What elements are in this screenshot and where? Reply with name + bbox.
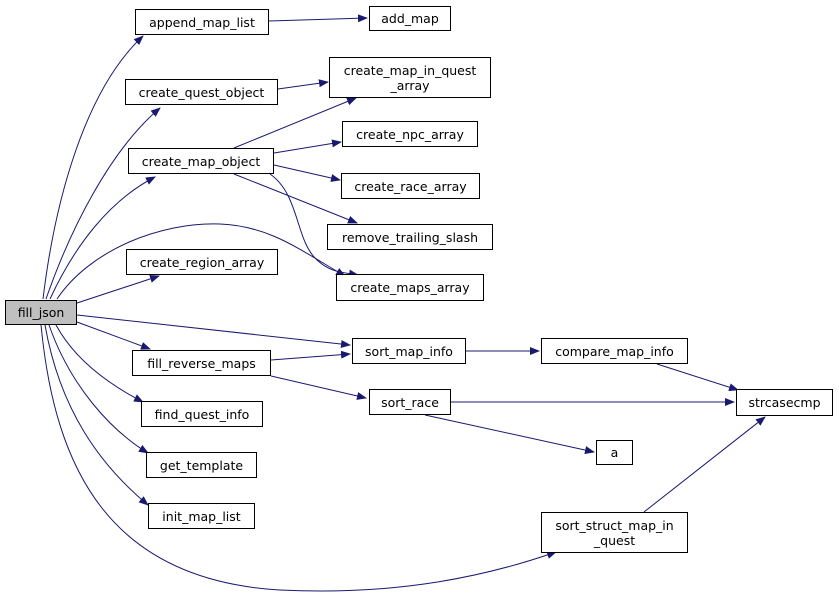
edge-create-quest-object-to-create-map-in-quest-array bbox=[277, 79, 329, 90]
edge-fill-json-to-create-maps-array bbox=[56, 223, 346, 300]
edge-fill-json-to-init-map-list bbox=[44, 324, 149, 506]
node-sort-race[interactable]: sort_race bbox=[369, 389, 451, 415]
node-append-map-list[interactable]: append_map_list bbox=[135, 9, 269, 35]
edge-create-map-object-to-create-maps-array bbox=[269, 173, 359, 278]
node-create-race-array[interactable]: create_race_array bbox=[341, 173, 480, 199]
node-find-quest-info[interactable]: find_quest_info bbox=[141, 401, 263, 427]
edge-fill-json-to-sort-map-info bbox=[76, 314, 351, 348]
edge-fill-json-to-create-map-object bbox=[49, 176, 156, 300]
node-init-map-list[interactable]: init_map_list bbox=[148, 503, 255, 529]
edge-fill-json-to-get-template bbox=[48, 324, 149, 454]
node-fill-reverse-maps[interactable]: fill_reverse_maps bbox=[132, 350, 271, 376]
edge-fill-reverse-maps-to-sort-map-info bbox=[270, 350, 351, 361]
edge-fill-json-to-find-quest-info bbox=[55, 324, 144, 403]
node-create-region-array[interactable]: create_region_array bbox=[126, 249, 278, 275]
node-create-map-in-quest-array[interactable]: create_map_in_quest _array bbox=[329, 57, 491, 98]
edge-sort-struct-map-in-quest-to-strcasecmp bbox=[643, 416, 766, 513]
node-create-maps-array[interactable]: create_maps_array bbox=[336, 274, 484, 301]
node-create-map-object[interactable]: create_map_object bbox=[128, 148, 274, 174]
edge-fill-json-to-sort-struct-map-in-quest bbox=[40, 324, 557, 592]
edge-fill-json-to-fill-reverse-maps bbox=[76, 321, 151, 350]
edge-sort-race-to-a bbox=[424, 414, 595, 454]
node-sort-map-info[interactable]: sort_map_info bbox=[352, 338, 466, 364]
edge-create-map-object-to-remove-trailing-slash bbox=[233, 173, 358, 224]
node-add-map[interactable]: add_map bbox=[369, 6, 451, 31]
edge-fill-json-to-create-region-array bbox=[76, 275, 160, 304]
edge-compare-map-info-to-strcasecmp bbox=[656, 363, 739, 392]
node-strcasecmp[interactable]: strcasecmp bbox=[736, 389, 833, 416]
node-sort-struct-map-in-quest[interactable]: sort_struct_map_in _quest bbox=[541, 512, 688, 553]
edge-create-map-object-to-create-map-in-quest-array bbox=[233, 97, 357, 149]
edge-fill-reverse-maps-to-sort-race bbox=[270, 375, 367, 400]
edge-create-map-object-to-create-npc-array bbox=[273, 139, 342, 154]
edge-append-map-list-to-add-map bbox=[268, 14, 368, 23]
edge-fill-json-to-append-map-list bbox=[42, 35, 144, 300]
node-get-template[interactable]: get_template bbox=[146, 452, 257, 478]
edge-create-map-object-to-create-race-array bbox=[273, 164, 341, 182]
node-create-quest-object[interactable]: create_quest_object bbox=[125, 79, 278, 105]
node-remove-trailing-slash[interactable]: remove_trailing_slash bbox=[327, 224, 493, 250]
node-compare-map-info[interactable]: compare_map_info bbox=[541, 338, 688, 364]
node-fill-json: fill_json bbox=[5, 300, 77, 325]
node-a[interactable]: a bbox=[596, 440, 633, 465]
edge-fill-json-to-create-quest-object bbox=[45, 107, 161, 300]
node-create-npc-array[interactable]: create_npc_array bbox=[342, 121, 478, 147]
